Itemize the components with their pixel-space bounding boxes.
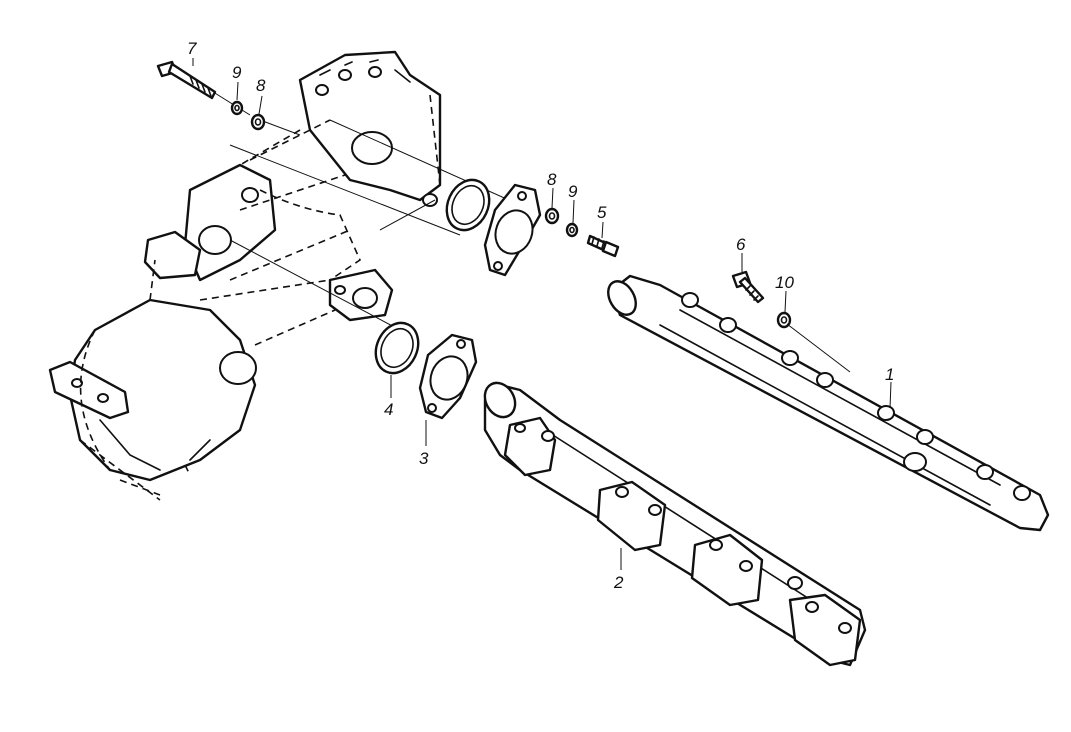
callout-leaders [192,58,892,570]
washer-9-lower [565,222,579,238]
flange-upper [483,183,542,277]
callout-labels: 1 2 3 4 5 6 7 8 8 9 9 10 [187,39,894,592]
callout-10: 10 [775,273,794,292]
callout-3: 3 [419,449,429,468]
flange-3 [418,333,478,420]
callout-2: 2 [613,573,624,592]
washer-10 [776,311,792,329]
callout-6: 6 [736,235,746,254]
callout-9-upper: 9 [232,63,242,82]
manifold-1 [607,274,1050,532]
bolt-5 [586,234,620,258]
bolt-6 [731,270,765,304]
callout-5: 5 [597,203,607,222]
gasket-4 [374,321,420,375]
callout-8-upper: 8 [256,76,266,95]
callout-4: 4 [384,400,393,419]
gasket-upper [445,178,491,232]
callout-9-lower: 9 [568,182,578,201]
washer-8-lower [544,207,560,225]
callout-8-lower: 8 [547,170,557,189]
callout-7: 7 [187,39,197,58]
callout-1: 1 [885,365,894,384]
manifold-2 [483,381,867,667]
bolt-7 [156,60,217,100]
washer-8-upper [250,113,266,131]
housing [48,50,442,501]
washer-9-upper [230,100,244,116]
